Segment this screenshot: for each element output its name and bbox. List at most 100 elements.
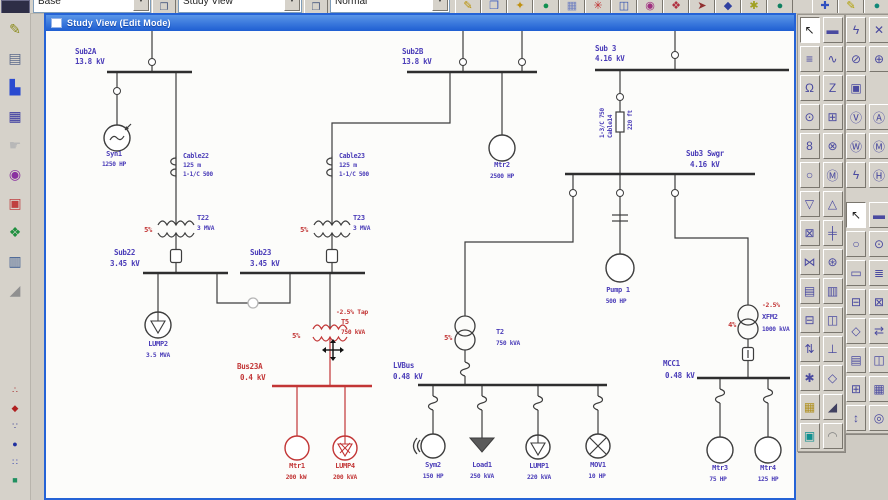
curve-button[interactable]: ◢ (822, 394, 843, 420)
meter-button[interactable]: Ⓜ (869, 133, 888, 159)
synchronous-machine-button[interactable]: Ⓜ (822, 162, 843, 188)
charger-button[interactable]: ⊟ (846, 289, 866, 315)
inline-fuse-button[interactable]: ϟ (846, 162, 866, 188)
monitor-button[interactable]: ▣ (799, 423, 820, 449)
harmonics-button[interactable]: ▦ (559, 0, 585, 13)
impedance-button[interactable]: Z (822, 75, 843, 101)
library-icon[interactable]: ❖ (8, 223, 22, 240)
reactor-button[interactable]: Ω (799, 75, 820, 101)
fuse-symbol[interactable] (427, 395, 439, 411)
converter-button[interactable]: ⇄ (869, 318, 888, 344)
chart-icon[interactable]: ▙ (9, 78, 21, 95)
dc-bus-button[interactable]: ▬ (869, 202, 888, 228)
device-MOV1[interactable] (585, 433, 611, 459)
square-green-icon[interactable]: ■ (12, 475, 18, 485)
loadflow-button[interactable]: ❒ (481, 0, 507, 13)
dc-loadflow-button[interactable]: ➤ (689, 0, 715, 13)
switch-button[interactable]: ✕ (869, 17, 888, 43)
battery-button[interactable]: ▭ (846, 260, 866, 286)
device-LUMP1[interactable] (525, 434, 551, 460)
device-Mtr3[interactable] (706, 436, 734, 464)
device-T23[interactable] (313, 220, 351, 238)
dc-motor-button[interactable]: ⊙ (869, 231, 888, 257)
generator-button[interactable]: ⊙ (799, 104, 820, 130)
mov-button[interactable]: ⊠ (799, 220, 820, 246)
dots-blue-icon[interactable]: ∵ (12, 421, 18, 431)
dots-red-icon[interactable]: ∴ (12, 385, 18, 395)
harmonic-filter-button[interactable]: ⋈ (799, 249, 820, 275)
device-T22[interactable] (157, 220, 195, 238)
device-LUMP2[interactable] (144, 311, 172, 339)
chevron-down-icon[interactable]: ▼ (432, 0, 448, 11)
vfd-button[interactable]: ⊞ (846, 376, 866, 402)
device-Cable22[interactable] (170, 156, 177, 178)
schedule-button[interactable]: ▦ (799, 394, 820, 420)
grid-icon[interactable]: ▦ (8, 107, 22, 124)
node-circle[interactable] (569, 189, 577, 197)
cable-button[interactable]: ∿ (822, 46, 843, 72)
transmission-line-button[interactable]: ≡ (799, 46, 820, 72)
presentation-button[interactable]: ❒ (304, 0, 328, 13)
node-circle[interactable] (616, 189, 624, 197)
ground-button[interactable]: ⊥ (822, 336, 843, 362)
select-cursor-button[interactable]: ↖ (799, 17, 820, 43)
induction-machine-button[interactable]: ○ (799, 162, 820, 188)
image-icon[interactable]: ▣ (8, 194, 22, 211)
themes-button[interactable]: ● (864, 0, 888, 13)
device-T2[interactable] (454, 315, 476, 351)
fuse-symbol[interactable] (459, 361, 471, 377)
device-CB-MCC1[interactable] (741, 346, 755, 362)
node-circle[interactable] (518, 58, 526, 66)
eraser-icon[interactable]: ◢ (9, 281, 21, 298)
data-manager-icon[interactable]: ▤ (8, 49, 22, 66)
ammeter-button[interactable]: Ⓐ (869, 104, 888, 130)
device-Pump1[interactable] (605, 253, 635, 283)
dc-link-button[interactable]: ≣ (869, 260, 888, 286)
bus-button[interactable]: ▬ (822, 17, 843, 43)
static-load-button[interactable]: ▽ (799, 191, 820, 217)
relay-button[interactable]: Ⓗ (869, 162, 888, 188)
phase-adapter-button[interactable]: ✱ (799, 365, 820, 391)
voltmeter-button[interactable]: Ⓥ (846, 104, 866, 130)
power-grid-button[interactable]: ⊞ (822, 104, 843, 130)
dc-panel-button[interactable]: ▤ (846, 347, 866, 373)
node-circle[interactable] (671, 51, 679, 59)
reliability-button[interactable]: ◉ (637, 0, 663, 13)
device-T5[interactable] (312, 324, 348, 342)
device-Mtr2[interactable] (488, 134, 516, 162)
device-tie-switch[interactable] (247, 297, 259, 309)
circle-blue-icon[interactable]: ● (12, 439, 18, 449)
shortcircuit-button[interactable]: ✦ (507, 0, 533, 13)
device-move-cursor[interactable] (322, 339, 344, 361)
motor-start-button[interactable]: ● (533, 0, 559, 13)
two-winding-transformer-button[interactable]: 8 (799, 133, 820, 159)
dots2-blue-icon[interactable]: ∷ (12, 457, 18, 467)
chevron-down-icon[interactable]: ▼ (284, 0, 300, 11)
device-Syn1[interactable] (103, 123, 132, 152)
pressed-tool-button[interactable] (1, 0, 30, 13)
node-circle[interactable] (148, 58, 156, 66)
toolbar-combo-0[interactable]: Base▼ (33, 0, 151, 13)
fuse-symbol[interactable] (476, 395, 488, 411)
sketch-icon[interactable]: ✎ (9, 20, 21, 37)
fuse-symbol[interactable] (762, 388, 774, 404)
device-Sym2[interactable] (412, 433, 446, 459)
svc-button[interactable]: ⊛ (822, 249, 843, 275)
toolbar-combo-2[interactable]: Normal▼ (330, 0, 450, 13)
node-circle[interactable] (616, 93, 624, 101)
dc-load-button[interactable]: ◇ (846, 318, 866, 344)
fuse-button[interactable]: ϟ (846, 17, 866, 43)
annotation-button[interactable]: ✎ (838, 0, 864, 13)
diamond-red-icon[interactable]: ◆ (11, 403, 19, 413)
dc-composite-button[interactable]: ▦ (869, 376, 888, 402)
composite-motor-button[interactable]: ◫ (822, 307, 843, 333)
protection-button[interactable]: ◫ (611, 0, 637, 13)
dc-shortcircuit-button[interactable]: ◆ (715, 0, 741, 13)
dc-select-cursor-button[interactable]: ↖ (846, 202, 866, 228)
dc-fuse-button[interactable]: ↕ (846, 405, 866, 431)
lumped-load-button[interactable]: △ (822, 191, 843, 217)
fuse-symbol[interactable] (532, 395, 544, 411)
overcurrent-relay-button[interactable]: ⊘ (846, 46, 866, 72)
wattmeter-button[interactable]: Ⓦ (846, 133, 866, 159)
inverter-button[interactable]: ⊠ (869, 289, 888, 315)
